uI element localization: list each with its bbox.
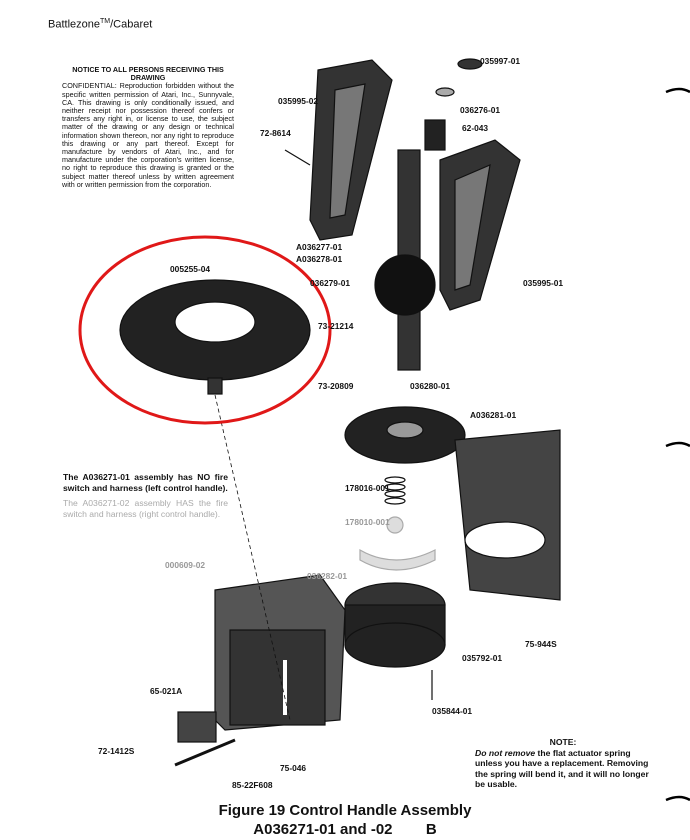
highlight-circle	[78, 235, 332, 425]
part-label: 65-021A	[150, 686, 183, 696]
part-label: 75-046	[280, 763, 307, 773]
note-title: NOTE:	[549, 737, 577, 747]
part-label: 035995-01	[523, 278, 564, 288]
part-label: 72-8614	[260, 128, 291, 138]
part-label: 000609-02	[165, 560, 206, 570]
part-label: 035997-01	[480, 56, 521, 66]
figure-caption: Figure 19 Control Handle Assembly	[218, 802, 472, 819]
notice-body: CONFIDENTIAL: Reproduction forbidden wit…	[62, 81, 234, 189]
part-label: 73-21214	[318, 321, 354, 331]
page-header: BattlezoneTM/Cabaret	[48, 18, 152, 31]
part-label: 036276-01	[460, 105, 501, 115]
part-label: 036282-01	[307, 571, 348, 581]
part-label: A036278-01	[296, 254, 343, 264]
part-label: 035844-01	[432, 706, 473, 716]
assembly-note-02: The A036271-02 assembly HAS the fire swi…	[63, 498, 228, 519]
header-suffix: /Cabaret	[110, 18, 153, 31]
header-title: Battlezone	[48, 18, 100, 31]
part-label: 035995-02	[278, 96, 319, 106]
part-label: 85-22F608	[232, 780, 273, 790]
part-label: 72-1412S	[98, 746, 135, 756]
trademark: TM	[99, 18, 111, 25]
part-label: 75-944S	[525, 639, 557, 649]
part-label: 178016-001	[345, 483, 390, 493]
part-label: 178010-001	[345, 517, 390, 527]
part-label: 036279-01	[310, 278, 351, 288]
confidential-notice: NOTICE TO ALL PERSONS RECEIVING THIS DRA…	[62, 65, 234, 189]
spring-note: NOTE: Do not remove the flat actuator sp…	[475, 737, 651, 790]
part-label: A036277-01	[296, 242, 343, 252]
assembly-notes: The A036271-01 assembly has NO fire swit…	[63, 472, 228, 520]
part-label: 035792-01	[462, 653, 503, 663]
note-emphasis: Do not remove	[475, 747, 536, 758]
part-label: 62-043	[462, 123, 489, 133]
figure-subcaption: A036271-01 and -02 B	[253, 821, 437, 838]
assembly-note-01: The A036271-01 assembly has NO fire swit…	[63, 472, 228, 493]
notice-title: NOTICE TO ALL PERSONS RECEIVING THIS DRA…	[72, 65, 224, 83]
part-label: 73-20809	[318, 381, 354, 391]
part-label: 036280-01	[410, 381, 451, 391]
part-label: A036281-01	[470, 410, 517, 420]
housing-right-part	[454, 429, 561, 601]
part-label: 005255-04	[170, 264, 211, 274]
note-body: the flat actuator spring unless you have…	[475, 747, 649, 790]
